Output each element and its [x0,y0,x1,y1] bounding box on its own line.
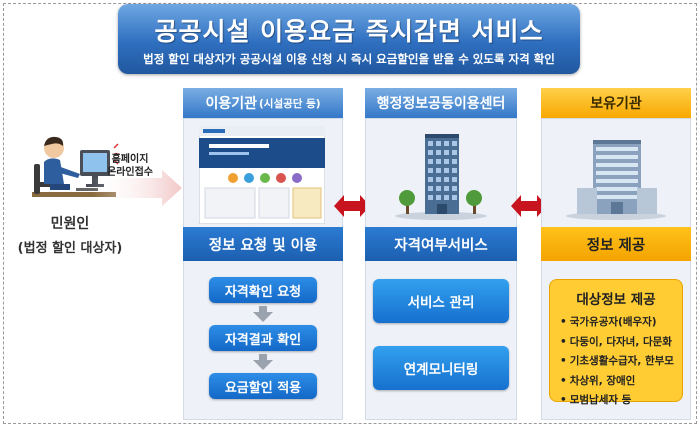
step-request-button[interactable]: 자격확인 요청 [209,277,317,303]
page-subtitle: 법정 할인 대상자가 공공시설 이용 신청 시 즉시 요금할인을 받을 수 있도… [143,52,555,66]
holder-column: 보유기관 정보 제공 대상정보 제공 국가유공자(배우자) 다둥이, 다자녀, … [541,88,691,420]
facility-column: 이용기관 (시설공단 등) 정보 요청 및 이용 자격확인 요청 자격결과 확인… [183,88,343,420]
online-channel-label: 홈페이지 온라인접수 [98,153,162,179]
exchange-arrow-left-icon [334,195,370,217]
target-item-veterans: 국가유공자(배우자) [560,314,674,329]
target-info-title: 대상정보 제공 [576,292,656,308]
link-monitoring-button[interactable]: 연계모니터링 [373,346,509,390]
service-management-button[interactable]: 서비스 관리 [373,279,509,323]
submit-arrow-icon [92,170,182,206]
facility-bar: 정보 요청 및 이용 [183,227,343,261]
facility-header-label: 이용기관 [205,96,257,112]
step-arrow-1-icon [253,312,273,322]
government-building-icon [566,140,666,220]
online-label-line2: 온라인접수 [107,167,153,178]
center-column: 행정정보공동이용센터 자격여부서비스 서비스 관리 연계모니터링 [365,88,517,420]
holder-header: 보유기관 [541,88,691,118]
facility-header: 이용기관 (시설공단 등) [183,88,343,118]
citizen-subtitle: (법정 할인 대상자) [17,241,123,256]
target-info-list: 국가유공자(배우자) 다둥이, 다자녀, 다문화 기초생활수급자, 한부모 차상… [560,314,674,412]
step-discount-button[interactable]: 요금할인 적용 [209,373,317,399]
target-item-families: 다둥이, 다자녀, 다문화 [560,334,674,349]
facility-header-note: (시설공단 등) [258,97,321,110]
target-item-disabled: 차상위, 장애인 [560,373,674,388]
title-banner: 공공시설 이용요금 즉시감면 서비스 법정 할인 대상자가 공공시설 이용 신청… [118,4,580,74]
holder-bar: 정보 제공 [541,227,691,261]
page-title: 공공시설 이용요금 즉시감면 서비스 [154,17,544,46]
exchange-arrow-right-icon [511,195,547,217]
step-arrow-stem-2 [259,354,267,360]
center-header: 행정정보공동이용센터 [365,88,517,118]
online-label-line1: 홈페이지 [111,154,149,165]
website-screenshot-icon [199,126,325,224]
step-result-button[interactable]: 자격결과 확인 [209,325,317,351]
step-arrow-2-icon [253,360,273,370]
target-item-basic-livelihood: 기초생활수급자, 한부모 [560,353,674,368]
page-frame [3,3,697,424]
citizen-title: 민원인 [50,216,90,232]
center-bar: 자격여부서비스 [365,227,517,261]
step-arrow-stem-1 [259,306,267,312]
citizen-label: 민원인 (법정 할인 대상자) [10,213,130,256]
target-item-taxpayers: 모범납세자 등 [560,392,674,407]
target-info-panel: 대상정보 제공 국가유공자(배우자) 다둥이, 다자녀, 다문화 기초생활수급자… [549,279,683,406]
office-building-icon [395,134,487,220]
